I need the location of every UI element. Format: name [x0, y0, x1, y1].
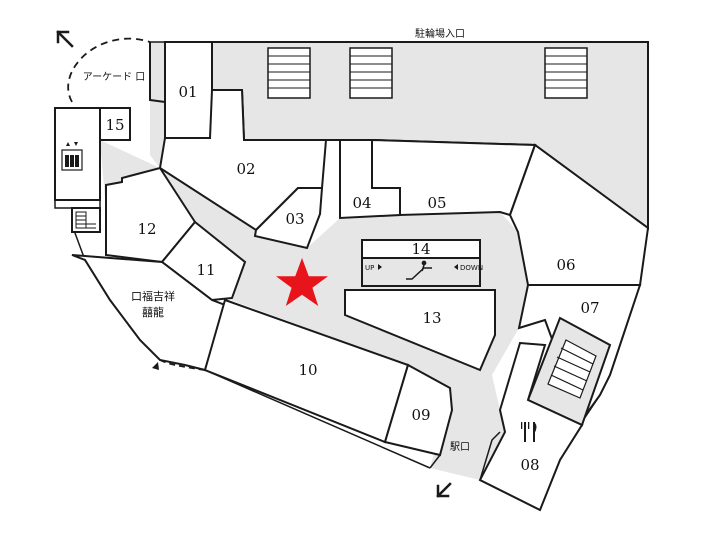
- store-01-label: 01: [178, 83, 197, 101]
- restaurant-name-line1: 口福吉祥: [131, 289, 175, 303]
- station-arrow-icon: [436, 482, 452, 498]
- store-09-label: 09: [411, 406, 430, 424]
- store-02[interactable]: [158, 89, 328, 232]
- stairs-icon: [75, 211, 96, 229]
- stairs-icon-large: [547, 339, 597, 399]
- escalator-icon: [406, 260, 432, 280]
- store-03[interactable]: [253, 187, 324, 250]
- arcade-arrow-icon: [56, 30, 74, 48]
- store-09[interactable]: [383, 363, 454, 457]
- bicycle-parking-entrance-label: 駐輪場入口: [415, 27, 465, 40]
- down-arrow-icon: [454, 264, 458, 270]
- store-05-label: 05: [427, 194, 446, 212]
- store-restaurant-kofuku[interactable]: [71, 254, 227, 372]
- elevator-icon: [61, 142, 83, 171]
- store-08-label: 08: [520, 456, 539, 474]
- store-02-label: 02: [236, 160, 255, 178]
- parking-stripe-lines: [268, 55, 587, 89]
- store-15-label: 15: [105, 116, 124, 134]
- store-10-label: 10: [298, 361, 317, 379]
- store-15[interactable]: [99, 107, 131, 141]
- arcade-entrance-wall: [149, 42, 166, 103]
- station-entrance-label: 駅口: [450, 441, 470, 453]
- arcade-entrance-arc: [67, 37, 151, 103]
- store-06-label: 06: [556, 256, 575, 274]
- store-03-label: 03: [285, 210, 304, 228]
- store-07-label: 07: [580, 299, 599, 317]
- store-08[interactable]: [478, 341, 584, 512]
- store-11[interactable]: [160, 220, 247, 302]
- current-location-star-icon: [276, 258, 328, 306]
- up-arrow-icon: [378, 264, 382, 270]
- station-entrance-wall: [429, 431, 501, 481]
- store-04-label: 04: [352, 194, 371, 212]
- store-13[interactable]: [344, 289, 496, 372]
- side-entrance-arc: [159, 359, 206, 371]
- restaurant-name-line2: 囍龍: [142, 305, 164, 319]
- restaurant-icon: [521, 422, 537, 442]
- arcade-entrance-label: アーケード 口: [83, 71, 146, 83]
- store-13-label: 13: [422, 309, 441, 327]
- store-11-label: 11: [196, 261, 215, 279]
- store-12-label: 12: [137, 220, 156, 238]
- escalator: [361, 257, 481, 287]
- side-entrance-arrow-icon: [152, 362, 159, 370]
- escalator-up-label: UP: [365, 264, 374, 272]
- escalator-down-label: DOWN: [460, 264, 483, 272]
- store-14-label: 14: [411, 240, 430, 258]
